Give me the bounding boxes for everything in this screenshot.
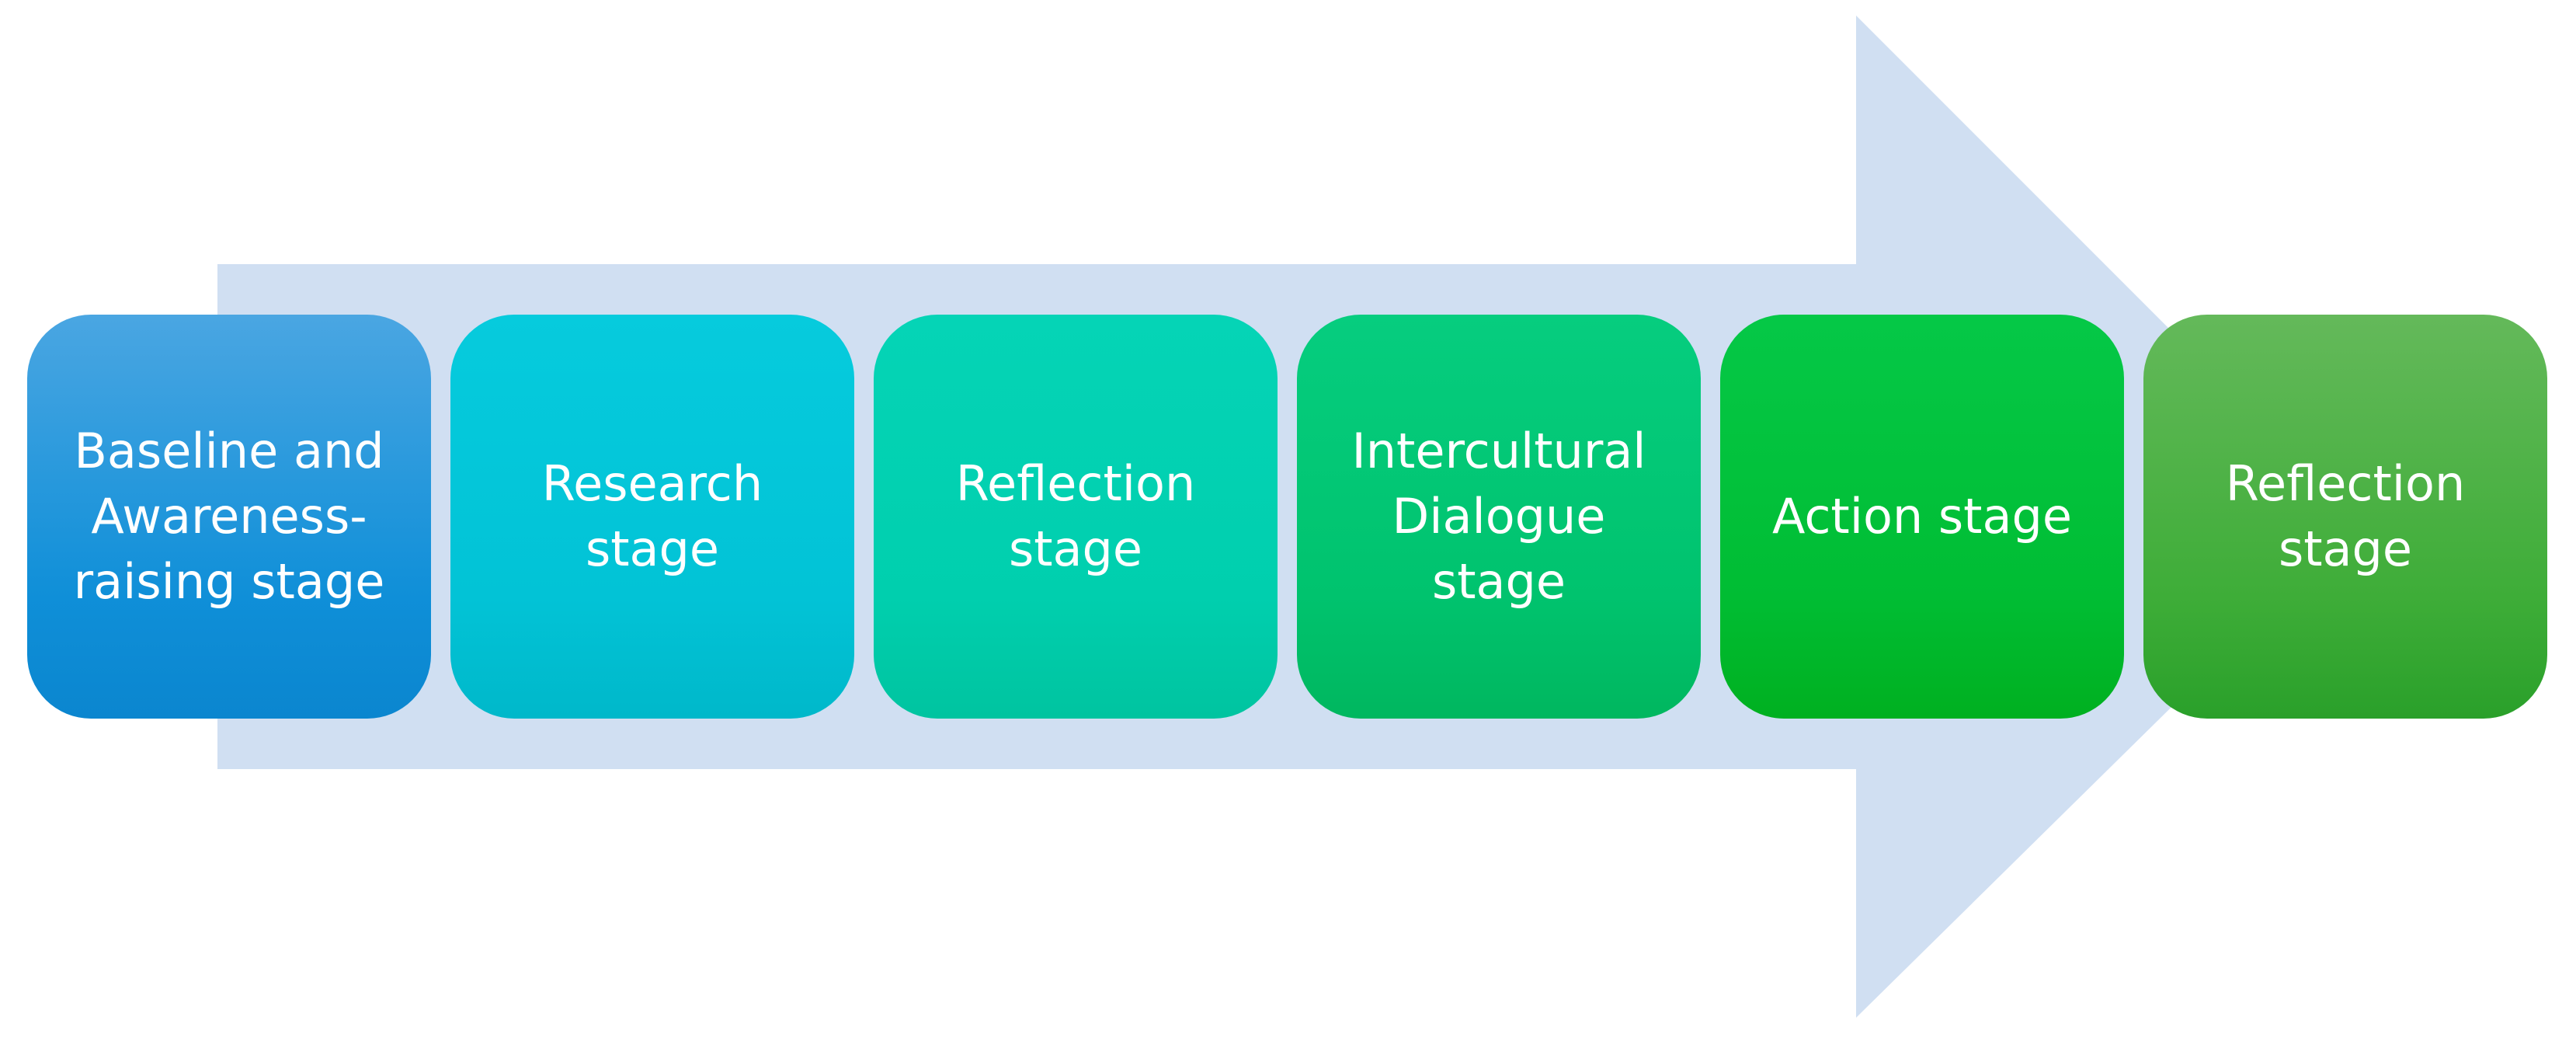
stage-label: Action stage <box>1772 488 2072 545</box>
stage-research: Research stage <box>450 315 854 719</box>
stage-reflection-1: Reflection stage <box>874 315 1278 719</box>
stage-label: Intercultural Dialogue stage <box>1351 423 1646 610</box>
stage-label: Baseline and Awareness- raising stage <box>73 423 385 610</box>
stage-label: Reflection stage <box>2225 455 2466 577</box>
stage-intercultural-dialogue: Intercultural Dialogue stage <box>1297 315 1701 719</box>
stage-baseline-awareness: Baseline and Awareness- raising stage <box>27 315 431 719</box>
stage-action: Action stage <box>1720 315 2124 719</box>
process-arrow-shape <box>217 16 2361 1018</box>
stage-label: Reflection stage <box>955 455 1196 577</box>
stage-reflection-2: Reflection stage <box>2143 315 2547 719</box>
stage-label: Research stage <box>541 455 763 577</box>
